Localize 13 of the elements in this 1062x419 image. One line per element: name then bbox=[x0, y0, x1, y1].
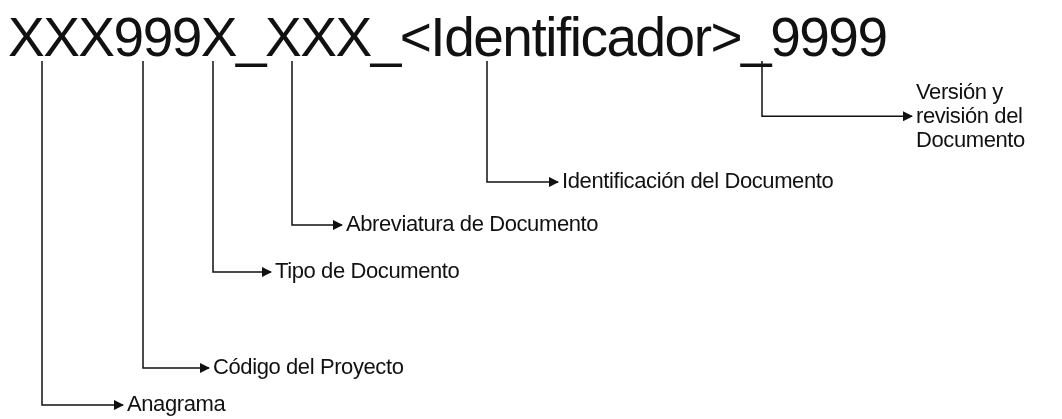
description-text: Abreviatura de Documento bbox=[346, 212, 599, 237]
description-text: Identificación del Documento bbox=[562, 169, 834, 194]
description-text: Código del Proyecto bbox=[213, 355, 404, 380]
description-text: Anagrama bbox=[127, 392, 226, 417]
description-text: Versión y revisión del Documento bbox=[916, 80, 1056, 153]
leader-line bbox=[291, 60, 344, 231]
leader-line bbox=[142, 60, 211, 374]
leader-line bbox=[761, 60, 914, 122]
leader-line bbox=[212, 60, 273, 278]
code-pattern: XXX999X_XXX_<Identificador>_9999 bbox=[8, 10, 887, 65]
leader-line bbox=[41, 60, 125, 411]
description-text: Tipo de Documento bbox=[275, 259, 460, 284]
leader-line bbox=[486, 60, 560, 188]
